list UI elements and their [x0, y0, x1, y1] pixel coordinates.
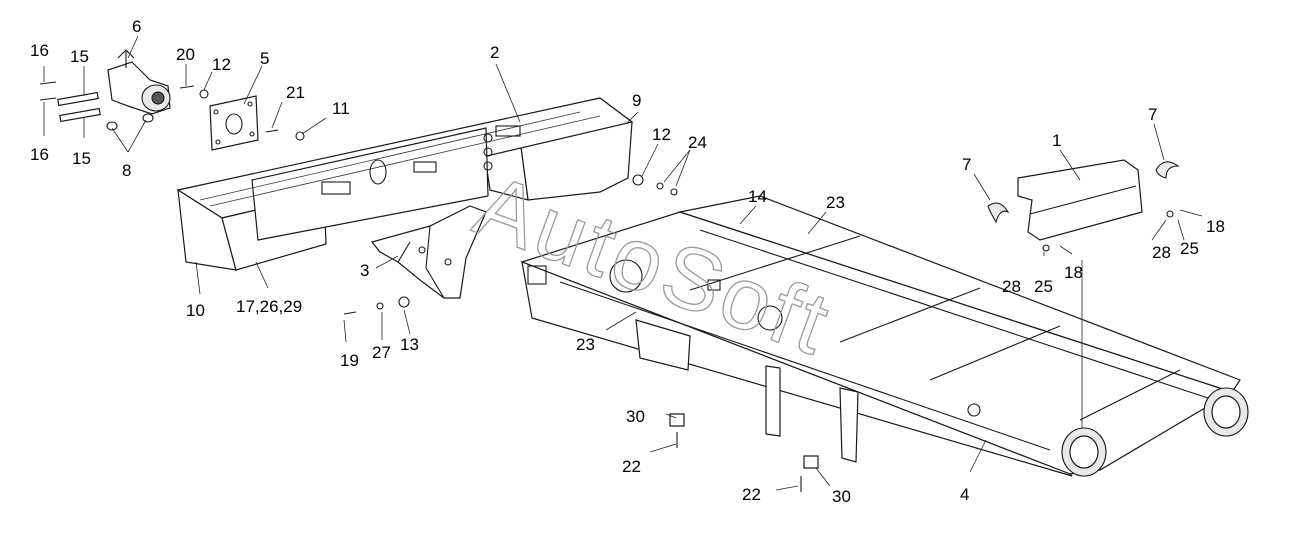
leader-lines — [43, 35, 1203, 491]
callout-8: 8 — [122, 161, 131, 180]
fasteners-bottom — [669, 413, 819, 492]
front-bumper-assembly — [176, 97, 634, 271]
callout-25: 25 — [1034, 277, 1053, 296]
callout-7: 7 — [1148, 105, 1157, 124]
callout-1: 1 — [1052, 131, 1061, 150]
chassis-frame — [520, 195, 1249, 477]
callout-7: 7 — [962, 155, 971, 174]
callout-labels: 16 15 6 20 12 5 2 21 11 16 15 8 9 12 24 … — [30, 17, 1225, 506]
callout-12: 12 — [652, 125, 671, 144]
callout-24: 24 — [688, 133, 707, 152]
callout-27: 27 — [372, 343, 391, 362]
callout-30: 30 — [832, 487, 851, 506]
callout-22: 22 — [742, 485, 761, 504]
callout-23: 23 — [576, 335, 595, 354]
callout-30: 30 — [626, 407, 645, 426]
callout-15: 15 — [72, 149, 91, 168]
callout-21: 21 — [286, 83, 305, 102]
callout-9: 9 — [632, 91, 641, 110]
tow-hitch — [107, 49, 171, 115]
callout-28: 28 — [1152, 243, 1171, 262]
bumper-bracket — [370, 205, 487, 299]
hitch-pins — [39, 81, 154, 131]
callout-3: 3 — [360, 261, 369, 280]
callout-5: 5 — [260, 49, 269, 68]
callout-10: 10 — [186, 301, 205, 320]
callout-17-26-29: 17,26,29 — [236, 297, 302, 316]
callout-15: 15 — [70, 47, 89, 66]
callout-11: 11 — [332, 99, 350, 118]
callout-4: 4 — [960, 485, 969, 504]
callout-25: 25 — [1180, 239, 1199, 258]
callout-18: 18 — [1064, 263, 1083, 282]
callout-6: 6 — [132, 17, 141, 36]
callout-13: 13 — [400, 335, 419, 354]
callout-22: 22 — [622, 457, 641, 476]
callout-28: 28 — [1002, 277, 1021, 296]
callout-2: 2 — [490, 43, 499, 62]
callout-16: 16 — [30, 145, 49, 164]
callout-12: 12 — [212, 55, 231, 74]
callout-20: 20 — [176, 45, 195, 64]
cover-plate — [987, 159, 1180, 252]
mounting-plate — [209, 95, 259, 151]
callout-19: 19 — [340, 351, 359, 370]
callout-16: 16 — [30, 41, 49, 60]
callout-23: 23 — [826, 193, 845, 212]
callout-18: 18 — [1206, 217, 1225, 236]
callout-14: 14 — [748, 187, 767, 206]
